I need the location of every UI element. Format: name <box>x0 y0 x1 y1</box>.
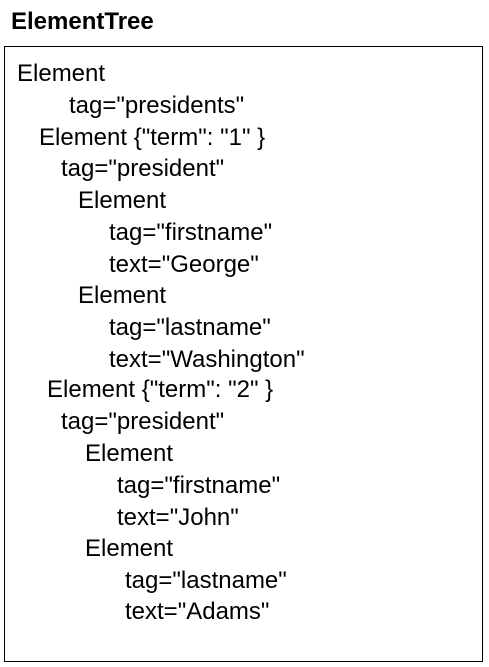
tree-line-president-1-tag: tag="president" <box>61 155 225 182</box>
tree-line-lastname-1-element: Element <box>78 282 167 309</box>
element-tree-box: Element tag="presidents" Element {"term"… <box>4 46 483 662</box>
tree-line-lastname-2-tag: tag="lastname" <box>125 567 287 594</box>
tree-line-firstname-2-text: text="John" <box>117 504 239 531</box>
tree-line-lastname-2-element: Element <box>85 535 174 562</box>
tree-line-president-2-tag: tag="president" <box>61 408 225 435</box>
tree-line-lastname-1-tag: tag="lastname" <box>109 314 271 341</box>
tree-line-root-element: Element <box>17 60 106 87</box>
tree-line-firstname-2-tag: tag="firstname" <box>117 472 281 499</box>
tree-line-president-2-element: Element {"term": "2" } <box>47 376 274 403</box>
tree-line-lastname-1-text: text="Washington" <box>109 346 305 373</box>
tree-line-president-1-element: Element {"term": "1" } <box>39 124 266 151</box>
tree-line-root-tag: tag="presidents" <box>69 92 245 119</box>
diagram-title: ElementTree <box>11 8 154 35</box>
tree-line-lastname-2-text: text="Adams" <box>125 598 270 625</box>
tree-line-firstname-1-text: text="George" <box>109 251 259 278</box>
tree-line-firstname-2-element: Element <box>85 440 174 467</box>
tree-line-firstname-1-tag: tag="firstname" <box>109 219 273 246</box>
tree-line-firstname-1-element: Element <box>78 187 167 214</box>
